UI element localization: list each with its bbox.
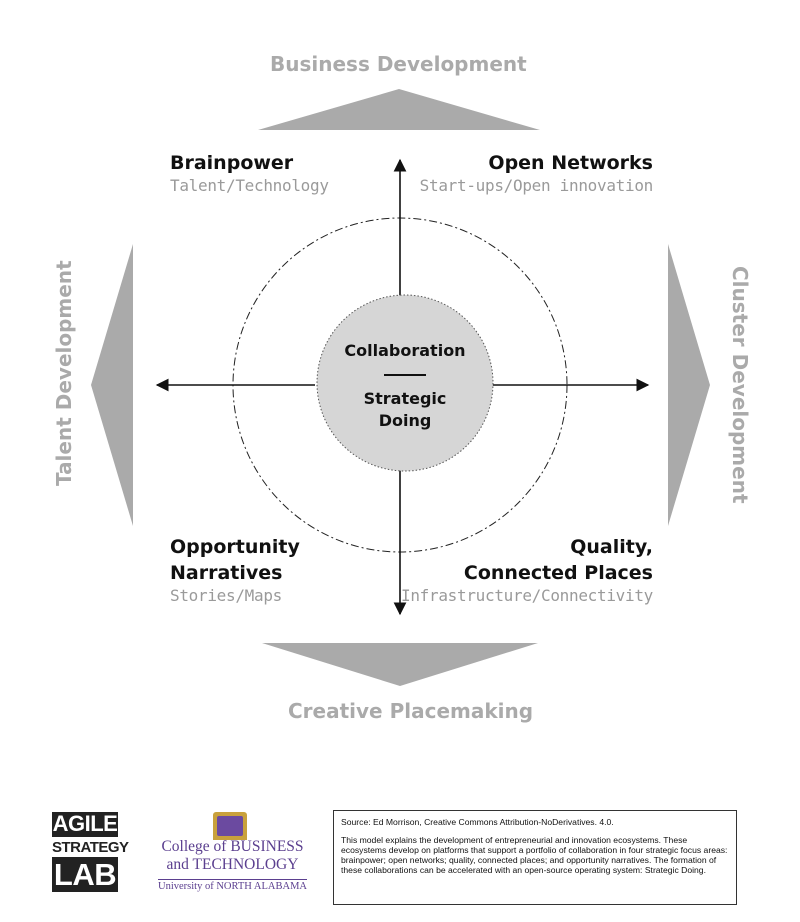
college-logo: College of BUSINESS and TECHNOLOGY Unive… — [150, 812, 315, 893]
agile-logo-line2: STRATEGY — [52, 839, 129, 856]
center-label-bottom-line2: Doing — [378, 411, 432, 430]
quadrant-title-line2: Narratives — [170, 562, 283, 584]
left-triangle — [91, 244, 133, 526]
quadrant-bottom-right: Quality, Connected Places Infrastructure… — [401, 534, 653, 605]
center-circle — [316, 294, 494, 472]
agile-logo-line1: AGILE — [52, 811, 118, 837]
quadrant-title-line2: Connected Places — [463, 562, 653, 584]
top-triangle — [258, 89, 540, 130]
center-label-bottom-line1: Strategic — [363, 389, 447, 408]
source-box: Source: Ed Morrison, Creative Commons At… — [333, 810, 737, 905]
quadrant-subtitle: Stories/Maps — [170, 586, 282, 605]
university-seal-icon — [213, 812, 247, 840]
side-label-right: Cluster Development — [728, 266, 752, 504]
right-triangle — [668, 244, 710, 526]
quadrant-bottom-left: Opportunity Narratives Stories/Maps — [170, 534, 300, 605]
quadrant-top-left: Brainpower Talent/Technology — [170, 150, 329, 195]
source-description: This model explains the development of e… — [341, 835, 728, 875]
quadrant-title: Brainpower — [170, 152, 294, 174]
quadrant-title: Open Networks — [488, 152, 653, 174]
quadrant-subtitle: Start-ups/Open innovation — [419, 176, 654, 195]
quadrant-title-line1: Quality, — [570, 536, 653, 558]
agile-strategy-lab-logo: AGILE STRATEGY LAB — [52, 811, 129, 896]
quadrant-subtitle: Infrastructure/Connectivity — [401, 586, 653, 605]
quadrant-subtitle: Talent/Technology — [170, 176, 329, 195]
center-label-top: Collaboration — [344, 341, 466, 360]
bottom-triangle — [262, 643, 538, 686]
quadrant-title-line1: Opportunity — [170, 536, 300, 558]
side-label-top: Business Development — [270, 52, 527, 76]
side-label-bottom: Creative Placemaking — [288, 699, 534, 723]
college-logo-line3: University of NORTH ALABAMA — [158, 879, 307, 892]
college-logo-line2: and TECHNOLOGY — [166, 856, 299, 873]
agile-logo-line3: LAB — [52, 857, 118, 892]
quadrant-top-right: Open Networks Start-ups/Open innovation — [419, 150, 654, 195]
side-label-left: Talent Development — [52, 260, 76, 486]
college-logo-line1: College of BUSINESS — [161, 838, 304, 855]
source-citation: Source: Ed Morrison, Creative Commons At… — [341, 817, 614, 827]
